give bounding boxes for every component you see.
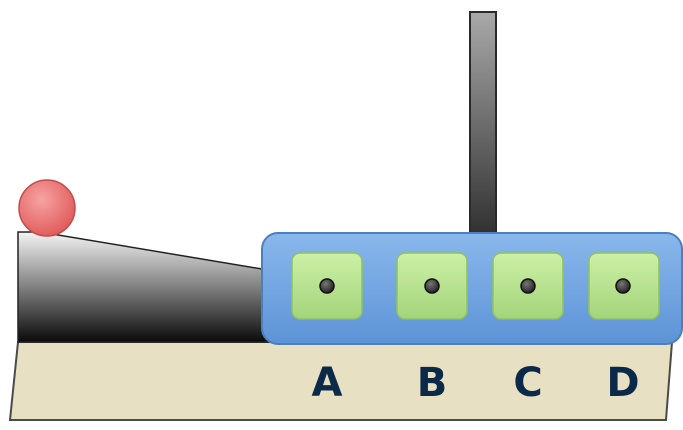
port-a-hole <box>319 278 335 294</box>
port-b-hole <box>424 278 440 294</box>
port-label-c: C <box>513 360 542 406</box>
port-label-d: D <box>606 360 639 406</box>
antenna <box>469 11 497 239</box>
port-panel <box>261 232 683 345</box>
port-c-hole <box>520 278 536 294</box>
port-label-b: B <box>417 360 448 406</box>
port-c <box>492 252 564 320</box>
port-a <box>291 252 363 320</box>
ramp-body <box>17 231 269 343</box>
port-d-hole <box>615 278 631 294</box>
ball <box>18 179 76 237</box>
port-d <box>588 252 660 320</box>
port-label-a: A <box>312 360 343 406</box>
port-b <box>396 252 468 320</box>
